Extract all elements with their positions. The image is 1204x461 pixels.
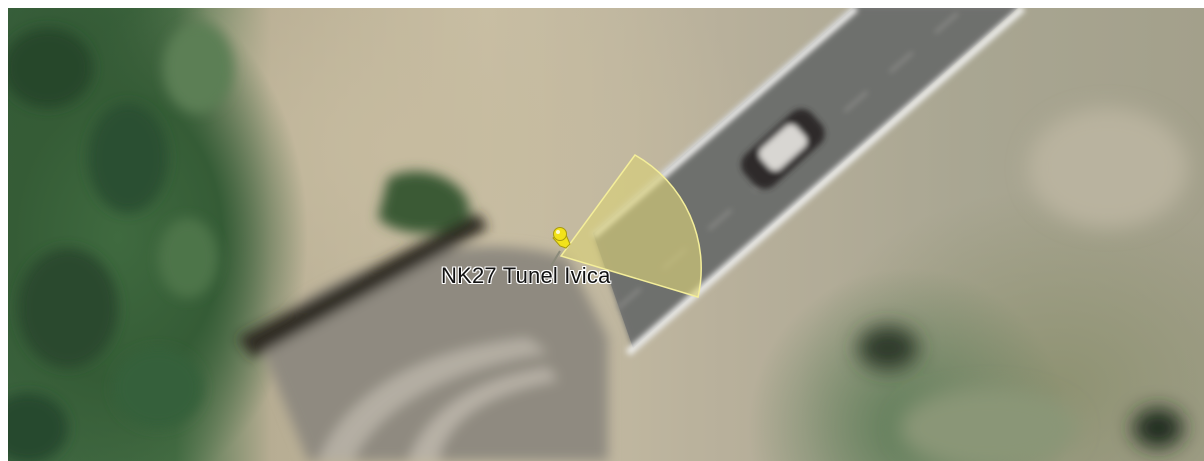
field-texture — [858, 108, 1188, 461]
vehicle — [741, 109, 825, 189]
yellow-pushpin-icon[interactable] — [550, 227, 571, 267]
view-cone — [559, 154, 702, 298]
map-imagery — [8, 8, 1188, 461]
satellite-map-view[interactable]: NK27 Tunel Ivica — [8, 8, 1204, 461]
vegetation-patches — [8, 23, 233, 461]
tunnel-portal-area — [238, 171, 608, 461]
placemark-label[interactable]: NK27 Tunel Ivica — [441, 263, 611, 288]
